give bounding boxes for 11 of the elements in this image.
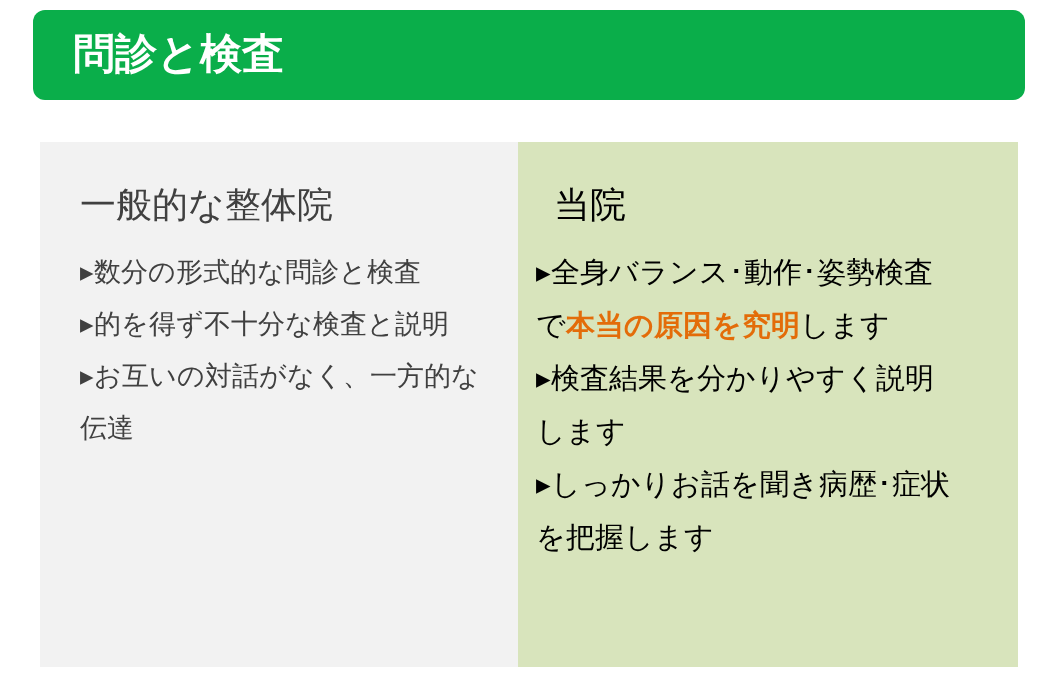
comparison-panel (40, 142, 518, 667)
bullet-point: ▸数分の形式的な問診と検査 (80, 255, 421, 289)
comparison-panel (518, 142, 1018, 667)
bullet-point: ▸的を得ず不十分な検査と説明 (80, 307, 449, 341)
bullet-point: ▸お互いの対話がなく、一方的な伝達 (80, 359, 480, 445)
panel-heading: 当院 (554, 183, 626, 227)
bullet-point: ▸全身バランス･動作･姿勢検査で本当の原因を究明します (536, 254, 934, 344)
bullet-point: ▸しっかりお話を聞き病歴･症状を把握します (536, 466, 951, 556)
bullet-point: ▸検査結果を分かりやすく説明します (536, 360, 935, 450)
panel-heading: 一般的な整体院 (80, 183, 333, 227)
title-text: 問診と検査 (73, 28, 284, 80)
